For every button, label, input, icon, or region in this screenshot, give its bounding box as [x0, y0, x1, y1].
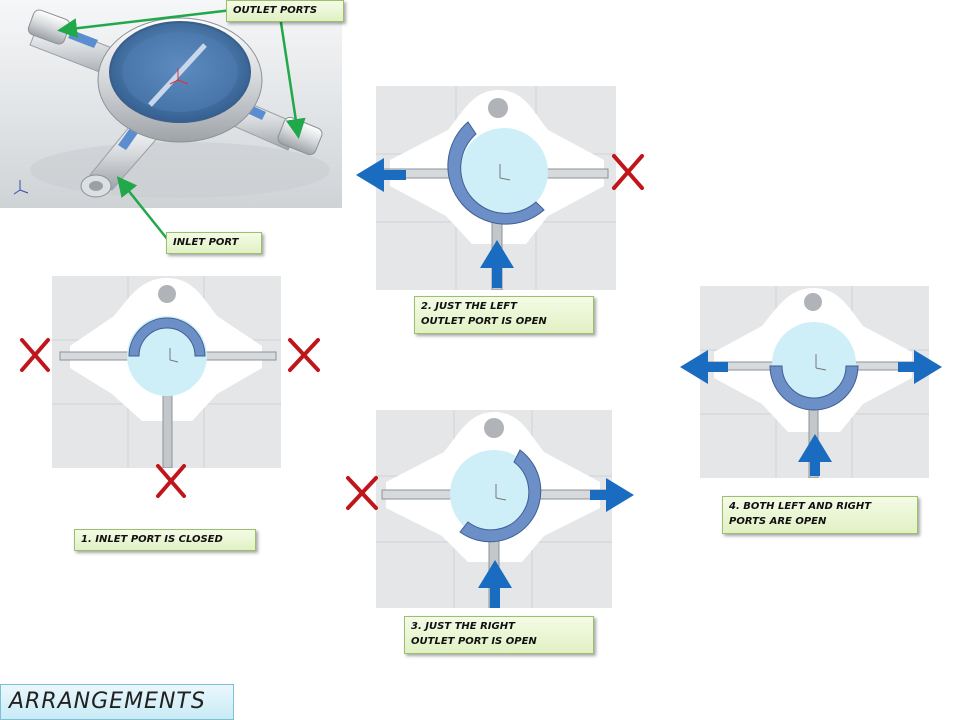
valve-chamber — [460, 128, 548, 216]
axis-triad — [169, 348, 179, 363]
state3-svg — [376, 410, 612, 608]
x-mark-icon — [346, 476, 378, 510]
flow-indicator-inlet — [118, 128, 138, 150]
state2-svg — [376, 86, 616, 290]
valve-rotor — [769, 365, 859, 411]
axis-triad — [499, 164, 511, 181]
state3-label: 3. JUST THE RIGHT OUTLET PORT IS OPEN — [404, 616, 594, 654]
state4-panel — [700, 286, 929, 478]
state4-label: 4. BOTH LEFT AND RIGHT PORTS ARE OPEN — [722, 496, 918, 534]
valve-rotor — [459, 449, 542, 543]
state1-panel — [52, 276, 281, 468]
valve-rotor — [128, 317, 206, 357]
valve-chamber — [450, 450, 538, 538]
inlet-port-tube — [162, 385, 173, 468]
outlet-ports-label: OUTLET PORTS — [226, 0, 344, 22]
axis-triad-corner — [13, 180, 29, 195]
x-mark-icon — [288, 338, 320, 372]
axis-triad — [815, 354, 827, 371]
floor-reflection — [30, 142, 330, 198]
inlet-port-label: INLET PORT — [166, 232, 262, 254]
valve-rotor — [447, 121, 545, 225]
valve-chamber — [772, 322, 856, 406]
mounting-hole-icon — [804, 293, 822, 311]
inlet-port-tube — [808, 403, 819, 478]
left-port-tube — [381, 489, 459, 500]
state2-panel — [376, 86, 616, 290]
valve-3d-render — [0, 0, 342, 208]
mounting-hole-icon — [484, 418, 504, 438]
mounting-hole-icon — [158, 285, 176, 303]
axis-triad — [495, 484, 507, 501]
state4-svg — [700, 286, 929, 478]
axis-triad-center — [169, 68, 189, 85]
valve-3d-render-svg — [13, 9, 330, 198]
inlet-port-tube — [488, 533, 500, 608]
inlet-bore — [89, 181, 103, 191]
x-mark-icon — [156, 464, 186, 498]
state3-panel — [376, 410, 612, 608]
mounting-hole-icon — [488, 98, 508, 118]
x-mark-icon — [20, 338, 50, 372]
x-mark-icon — [612, 154, 644, 190]
state1-label: 1. INLET PORT IS CLOSED — [74, 529, 256, 551]
page-title: ARRANGEMENTS — [0, 684, 234, 720]
state2-label: 2. JUST THE LEFT OUTLET PORT IS OPEN — [414, 296, 594, 334]
state1-svg — [52, 276, 281, 468]
